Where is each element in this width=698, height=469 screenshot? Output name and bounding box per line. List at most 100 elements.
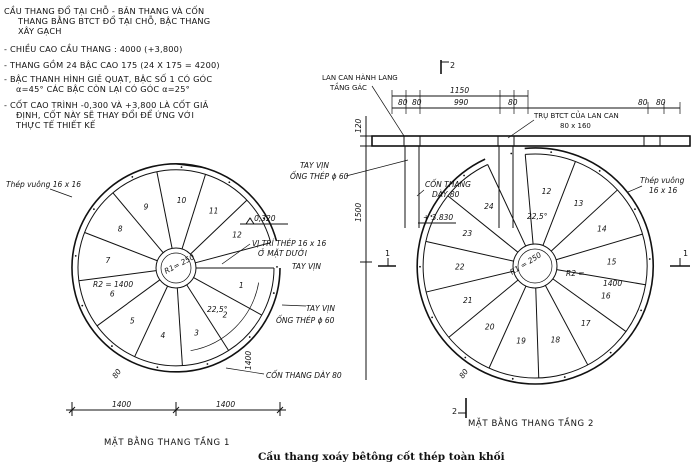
p2-square-steel: Thép vuông (640, 176, 685, 185)
p2-dim-b: 80 (412, 98, 422, 107)
step-riser-line (186, 284, 230, 351)
leader-line (225, 367, 265, 375)
p1-rail-b: ỐNG THÉP ϕ 60 (276, 315, 335, 325)
step-number: 17 (581, 319, 591, 328)
note-line: - BẬC THANH HÌNH GIẺ QUẠT, BẬC SỐ 1 CÓ G… (4, 74, 213, 84)
step-riser-line (550, 189, 618, 252)
dimension-slash (68, 406, 76, 414)
step-number: 3 (194, 329, 199, 338)
step-riser-line (112, 192, 164, 254)
p2-r2-label: R2 = (566, 269, 585, 278)
anchor-dot (156, 366, 159, 369)
leader-line (507, 119, 535, 139)
step-riser-line (555, 233, 643, 261)
p1-angle-label: 22,5° (207, 305, 228, 314)
stringer-return (175, 163, 207, 169)
anchor-dot (81, 304, 84, 307)
anchor-dot (431, 316, 434, 319)
step-number: 2 (223, 310, 228, 319)
step-number: 19 (516, 337, 526, 346)
leader-line (345, 159, 409, 177)
step-number: 13 (574, 199, 584, 208)
center-column-core (517, 248, 553, 284)
p2-railing-label: LAN CAN HÀNH LANG (322, 73, 398, 82)
leader-line (49, 188, 73, 198)
step-riser-line (488, 285, 527, 369)
p2-angle-label: 22,5° (527, 212, 548, 221)
leader-line (281, 304, 307, 307)
anchor-dot (550, 151, 553, 154)
leader-line (416, 189, 425, 197)
step-riser-line (448, 279, 519, 338)
rail-arc (190, 282, 260, 352)
anchor-dot (609, 351, 612, 354)
p2-dim-total: 1150 (450, 86, 469, 95)
railing-post (643, 135, 661, 147)
note-line: α=45° CÁC BẬC CÒN LẠI CÓ GÓC α=25° (16, 84, 190, 94)
p2-level-label: + 3.830 (423, 213, 453, 222)
step-number: 6 (110, 289, 115, 298)
plan2-geometry (416, 147, 655, 385)
leader-line (221, 243, 251, 265)
step-riser-line (524, 154, 534, 245)
anchor-dot (93, 208, 95, 211)
anchor-dot (463, 174, 465, 177)
p1-square-steel-label: Thép vuông 16 x 16 (6, 180, 81, 189)
step-riser-line (535, 287, 540, 378)
drawing-title: Cầu thang xoáy bêtông cốt thép toàn khối (258, 450, 505, 463)
step-number: 12 (232, 231, 242, 240)
plan1-geometry (71, 163, 281, 373)
p1-steel-pos-label: VỊ TRÍ THÉP 16 x 16 (252, 239, 327, 248)
anchor-dot (563, 376, 566, 378)
note-line: XÂY GẠCH (18, 26, 62, 36)
p1-thick-label: 80 (110, 367, 123, 380)
leader-line (627, 185, 643, 193)
step-number: 9 (144, 203, 149, 212)
step-number: 5 (130, 317, 135, 326)
step-number: 18 (551, 335, 561, 344)
section-mark-1-right: 1 (670, 249, 690, 267)
step-number: 15 (607, 257, 617, 266)
center-column-core (160, 252, 192, 284)
step-riser-line (542, 161, 576, 246)
anchor-dot (464, 356, 467, 359)
anchor-dot (510, 152, 513, 155)
step-number: 11 (209, 206, 219, 215)
section-mark-2-top: 2 (440, 60, 455, 74)
note-line: THANG BẰNG BTCT ĐỔ TẠI CHỖ, BẬC THANG (18, 16, 211, 26)
step-number: 20 (485, 322, 495, 331)
step-riser-line (195, 242, 271, 264)
step-number: 24 (484, 202, 494, 211)
anchor-dot (634, 208, 636, 211)
p2-stringer-label: CỐN THANG (425, 179, 471, 189)
anchor-dot (206, 363, 209, 365)
p2-stringer-label-2: DÀY 80 (432, 190, 460, 199)
anchor-dot (263, 217, 265, 220)
section-number: 2 (452, 407, 457, 416)
anchor-dot (598, 170, 601, 172)
p2-dim-mid: 990 (454, 98, 469, 107)
step-number: 8 (118, 224, 123, 233)
step-number: 4 (160, 331, 165, 340)
section-mark-1-left: 1 (378, 249, 396, 267)
p2-dim-c: 80 (508, 98, 518, 107)
step-number: 10 (177, 196, 187, 205)
anchor-dot (430, 215, 433, 217)
p2-post-label: TRỤ BTCT CỦA LAN CAN (533, 110, 619, 120)
dimension-slash (276, 406, 284, 414)
section-number: 2 (450, 61, 455, 70)
section-number: 1 (683, 249, 688, 258)
step-riser-line (176, 287, 183, 366)
p2-thick-label: 80 (457, 367, 470, 380)
note-line: ĐỊNH, CỐT NÀY SẼ THAY ĐỔI ĐỂ ỨNG VỚI (16, 110, 195, 120)
anchor-dot (640, 309, 642, 312)
dimension-slash (172, 406, 180, 414)
p1-rail-a: TAY VỊN (306, 304, 335, 313)
p1-level-label: - 0,320 (249, 214, 276, 223)
p1-under-label-2: TAY VỊN (292, 262, 321, 271)
step-riser-line (181, 174, 206, 250)
outer-stringer-edge (416, 147, 655, 385)
